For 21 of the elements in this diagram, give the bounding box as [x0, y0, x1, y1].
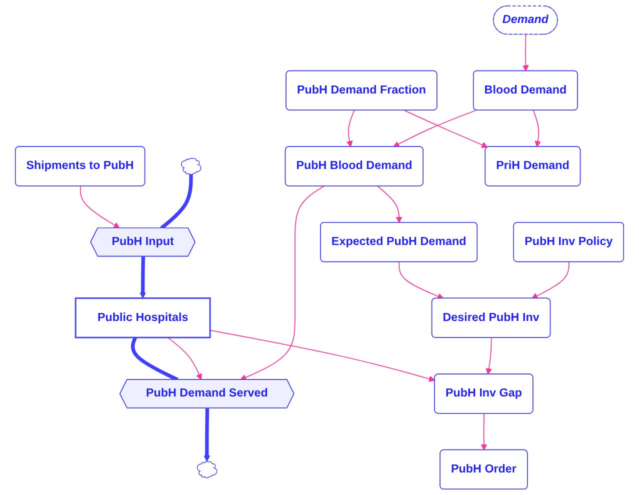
connector	[130, 336, 179, 382]
node-box: Public Hospitals	[74, 297, 211, 338]
arrow	[393, 110, 477, 148]
arrow	[140, 256, 146, 298]
arrow	[398, 262, 444, 300]
arrow	[80, 186, 120, 228]
arrow	[377, 186, 402, 223]
arrow	[531, 262, 570, 299]
arrow	[240, 186, 324, 380]
arrow	[522, 34, 529, 72]
arrow	[204, 408, 210, 462]
arrow	[167, 337, 202, 380]
arrow	[346, 110, 355, 148]
arrow	[480, 413, 488, 450]
arrow	[210, 330, 436, 382]
connector	[160, 174, 193, 230]
arrow	[486, 337, 492, 375]
arrow	[404, 110, 488, 148]
node-cloud	[181, 158, 202, 175]
node-cloud	[196, 461, 218, 478]
arrow	[532, 110, 542, 148]
